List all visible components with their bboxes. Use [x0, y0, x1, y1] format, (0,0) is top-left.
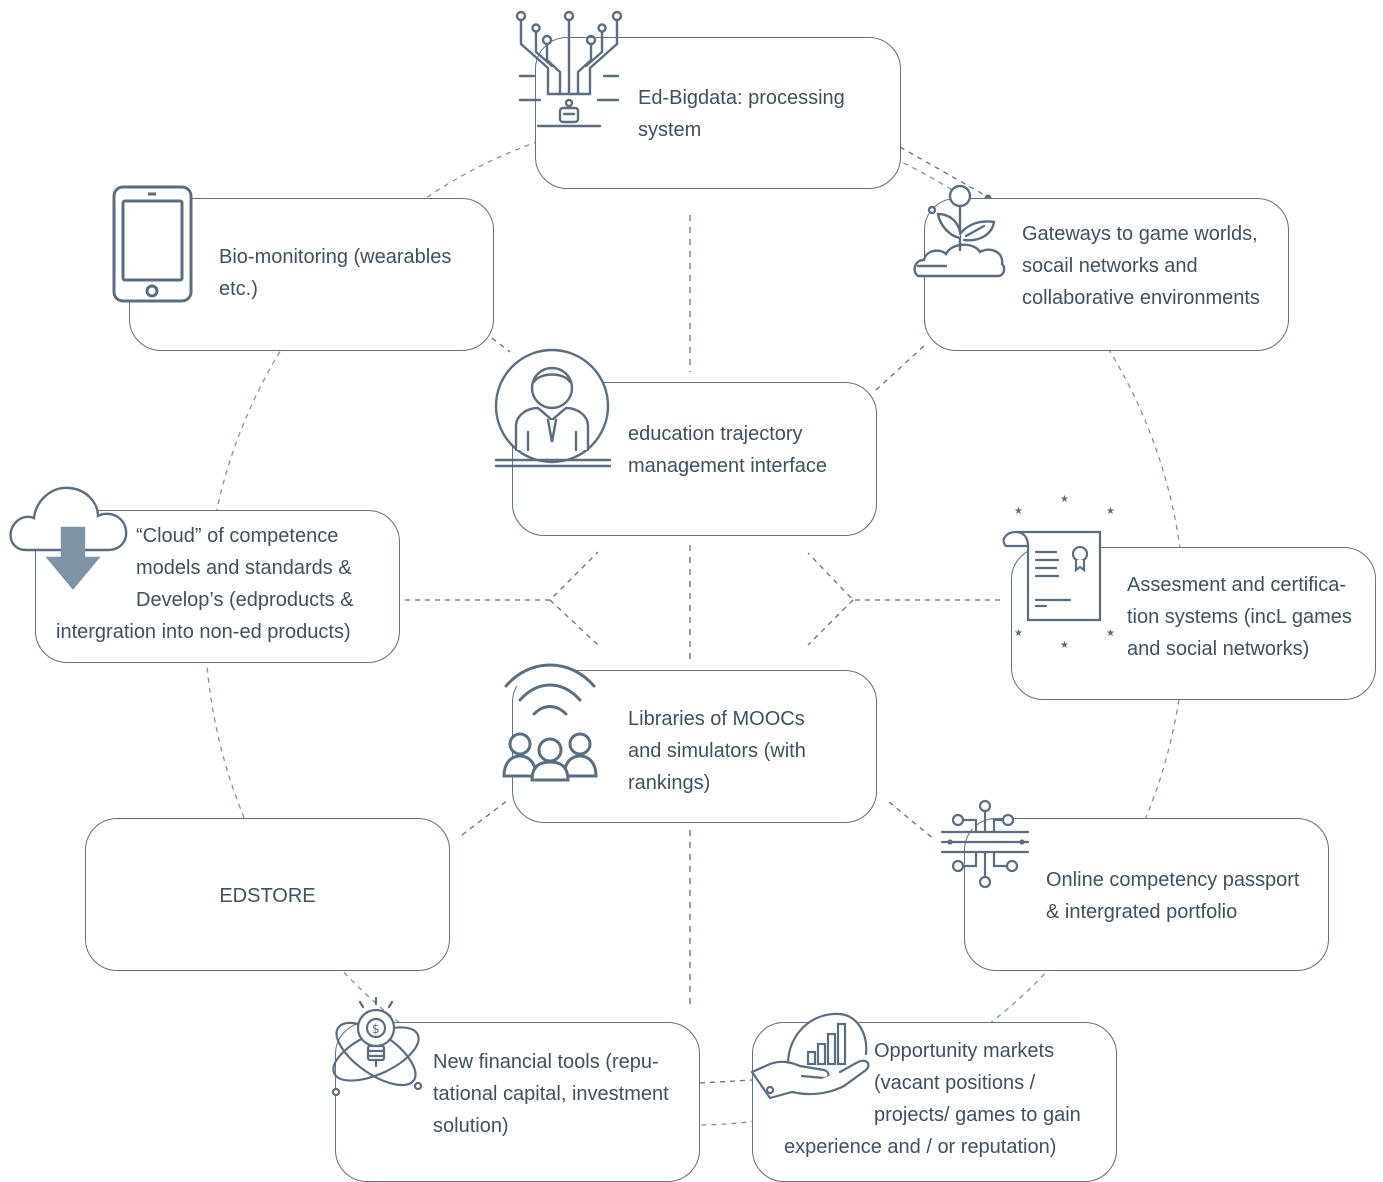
node-libraries-line-3: rankings)	[628, 772, 711, 794]
dashed-connectors	[405, 146, 1000, 1084]
node-gateways-label: Gateways to game worlds, socail networks…	[1022, 218, 1260, 314]
node-assessment-line-1: Assesment and certifica-	[1127, 574, 1346, 596]
hand-growth-chart-icon	[748, 1006, 878, 1111]
chip-connector-icon	[938, 796, 1033, 891]
node-passport-line-2: & intergrated portfolio	[1046, 901, 1238, 923]
node-libraries-line-1: Libraries of MOOCs	[628, 708, 805, 730]
node-gateways-line-2: socail networks and	[1022, 255, 1198, 277]
node-assessment-label: Assesment and certifica- tion systems (i…	[1127, 569, 1352, 665]
node-opportunity-line-3: projects/ games to gain	[874, 1104, 1081, 1126]
node-financial-line-2: tational capital, investment	[433, 1083, 669, 1105]
node-opportunity-label: Opportunity markets (vacant positions / …	[784, 1035, 1081, 1163]
node-trajectory-label: education trajectory management interfac…	[628, 418, 827, 482]
node-assessment-line-2: tion systems (incL games	[1127, 606, 1352, 628]
node-biomonitoring-line-2: etc.)	[219, 278, 258, 300]
online-group-icon	[498, 658, 603, 783]
node-edstore-line-1: EDSTORE	[219, 885, 316, 907]
node-cloud-line-3: Develop’s (edproducts &	[136, 589, 354, 611]
smartphone-icon	[110, 184, 195, 304]
node-cloud-label: “Cloud” of competence models and standar…	[56, 520, 354, 648]
node-edbigdata-label: Ed-Bigdata: processing system	[638, 82, 845, 146]
svg-text:★: ★	[1060, 640, 1069, 650]
node-financial-line-3: solution)	[433, 1115, 509, 1137]
svg-text:★: ★	[1106, 628, 1115, 639]
cloud-download-icon	[4, 480, 134, 595]
node-cloud-line-4: intergration into non-ed products)	[56, 621, 351, 643]
node-opportunity-line-1: Opportunity markets	[874, 1040, 1055, 1062]
node-financial-label: New financial tools (repu- tational capi…	[433, 1046, 669, 1142]
svg-text:★: ★	[1014, 506, 1023, 517]
node-gateways-line-3: collaborative environments	[1022, 287, 1260, 309]
node-trajectory-line-2: management interface	[628, 455, 828, 477]
node-opportunity-line-4: experience and / or reputation)	[784, 1136, 1057, 1158]
node-cloud-line-2: models and standards &	[136, 557, 352, 579]
certificate-icon: ★ ★ ★ ★ ★ ★	[996, 490, 1126, 650]
node-trajectory-line-1: education trajectory	[628, 423, 803, 445]
node-financial-line-1: New financial tools (repu-	[433, 1051, 659, 1073]
node-edbigdata-line-1: Ed-Bigdata: processing	[638, 87, 845, 109]
node-cloud-line-1: “Cloud” of competence	[136, 525, 339, 547]
svg-text:★: ★	[1060, 494, 1069, 505]
node-edstore	[85, 818, 450, 971]
sprout-icon	[910, 180, 1010, 280]
node-edstore-label: EDSTORE	[85, 880, 450, 912]
node-biomonitoring-line-1: Bio-monitoring (wearables	[219, 246, 452, 268]
node-biomonitoring-label: Bio-monitoring (wearables etc.)	[219, 241, 451, 305]
node-passport-line-1: Online competency passport	[1046, 869, 1300, 891]
user-profile-icon	[490, 346, 615, 476]
node-assessment-line-3: and social networks)	[1127, 638, 1310, 660]
node-edbigdata-line-2: system	[638, 119, 702, 141]
node-gateways-line-1: Gateways to game worlds,	[1022, 223, 1258, 245]
node-libraries-label: Libraries of MOOCs and simulators (with …	[628, 703, 806, 799]
svg-text:★: ★	[1014, 628, 1023, 639]
lightbulb-dollar-icon: $	[326, 994, 426, 1104]
node-financial	[335, 1022, 700, 1182]
node-libraries-line-2: and simulators (with	[628, 740, 806, 762]
node-passport	[964, 818, 1329, 971]
node-opportunity-line-2: (vacant positions /	[874, 1072, 1036, 1094]
svg-text:★: ★	[1106, 506, 1115, 517]
node-passport-label: Online competency passport & intergrated…	[1046, 864, 1299, 928]
circuit-tree-icon	[512, 8, 632, 136]
svg-text:$: $	[372, 1022, 380, 1036]
